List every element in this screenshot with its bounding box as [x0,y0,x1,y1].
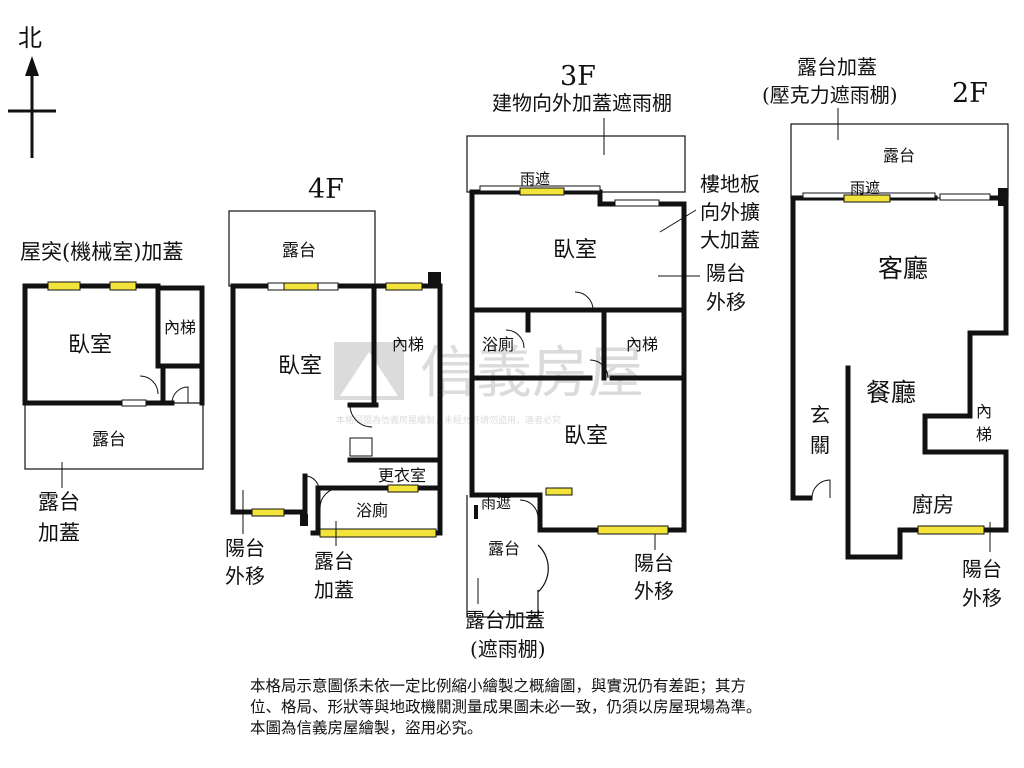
roof-title: 屋突(機械室)加蓋 [20,240,183,264]
f3-rain-shelter-bottom: 雨遮 [481,494,511,512]
f3-floor-extension-2: 向外擴 [700,200,760,224]
f3-terrace-label: 露台 [488,539,520,558]
floor-roof: 屋突(機械室)加蓋 臥室 內梯 露台 露台 加蓋 [20,240,205,545]
f4-bedroom-label: 臥室 [278,354,322,379]
f3-balcony-moved-top-1: 陽台 [706,261,746,285]
f4-bathroom-label: 浴廁 [356,501,388,520]
f2-kitchen-label: 廚房 [912,493,954,517]
roof-terrace-addition-1: 露台 [38,490,80,514]
f3-terrace-addition-1: 露台加蓋 [465,608,545,632]
disclaimer-note: 本格局示意圖係未依一定比例縮小繪製之概繪圖，與實況仍有差距；其方 位、格局、形狀… [250,676,950,739]
north-compass: 北 [8,24,56,158]
f4-title: 4F [308,174,344,205]
f4-terrace-addition-2: 加蓋 [314,578,354,602]
f2-title: 2F [952,78,988,109]
f4-terrace-addition-1: 露台 [314,549,354,573]
f4-balcony-moved-2: 外移 [225,564,265,588]
disclaimer-line-3: 本圖為信義房屋繪製，盜用必究。 [250,719,483,737]
f3-title: 3F [560,61,596,92]
f4-dressing-label: 更衣室 [378,466,426,485]
f2-stairs-2: 梯 [976,425,992,444]
f4-terrace-label: 露台 [282,241,316,261]
f3-rain-shelter-top: 雨遮 [520,170,550,188]
f2-dining-room-label: 餐廳 [866,378,916,407]
f2-balcony-moved-1: 陽台 [962,557,1002,581]
f3-stairs-label: 內梯 [626,335,658,354]
f2-entrance-1: 玄 [810,403,830,427]
f3-balcony-moved-bottom-1: 陽台 [634,551,674,575]
roof-bedroom-label: 臥室 [68,333,112,358]
f2-entrance-2: 關 [810,433,830,457]
f3-bedroom-bottom-label: 臥室 [564,424,608,449]
f3-balcony-moved-top-2: 外移 [706,290,746,314]
brand-watermark: 信義房屋 本格局圖為信義房屋繪製，未經允許請勿盜用，違者必究 [334,341,644,426]
floor-4f: 4F 露台 臥室 內梯 更衣室 浴廁 陽台 [225,174,443,602]
disclaimer-line-2: 位、格局、形狀等與地政機關測量成果圖未必一致，仍須以房屋現場為準。 [250,698,762,716]
roof-terrace-label: 露台 [92,430,126,450]
f3-bathroom-label: 浴廁 [482,335,514,354]
floor-3f: 3F 建物向外加蓋遮雨棚 雨遮 臥室 樓地板 向外擴 [465,61,760,661]
watermark-brand: 信義房屋 [420,341,644,406]
north-label: 北 [18,24,42,52]
f3-balcony-moved-bottom-2: 外移 [634,579,674,603]
f2-balcony-moved-2: 外移 [962,586,1002,610]
north-arrow-icon [25,56,39,76]
f2-terrace-label: 露台 [883,146,915,165]
f2-living-room-label: 客廳 [878,254,928,283]
watermark-fine-print: 本格局圖為信義房屋繪製，未經允許請勿盜用，違者必究 [336,414,561,426]
f3-terrace-addition-2: (遮雨棚) [470,637,546,661]
roof-terrace-addition-2: 加蓋 [38,521,80,545]
floor-2f: 露台加蓋 (壓克力遮雨棚) 2F 露台 雨遮 客廳 餐廳 玄 關 內 梯 廚房 … [762,55,1009,610]
disclaimer-line-1: 本格局示意圖係未依一定比例縮小繪製之概繪圖，與實況仍有差距；其方 [250,677,747,695]
f3-floor-extension-1: 樓地板 [700,172,760,196]
f4-stairs-label: 內梯 [392,335,424,354]
roof-stairs-label: 內梯 [164,318,196,337]
f3-bedroom-top-label: 臥室 [553,238,597,263]
f3-canopy-note: 建物向外加蓋遮雨棚 [492,91,672,115]
f4-balcony-moved-1: 陽台 [225,536,265,560]
f2-canopy-note-2: (壓克力遮雨棚) [762,83,898,107]
f2-canopy-note-1: 露台加蓋 [797,55,877,79]
f3-floor-extension-3: 大加蓋 [700,228,760,252]
f2-stairs-1: 內 [976,402,992,421]
f2-rain-shelter: 雨遮 [850,179,880,197]
